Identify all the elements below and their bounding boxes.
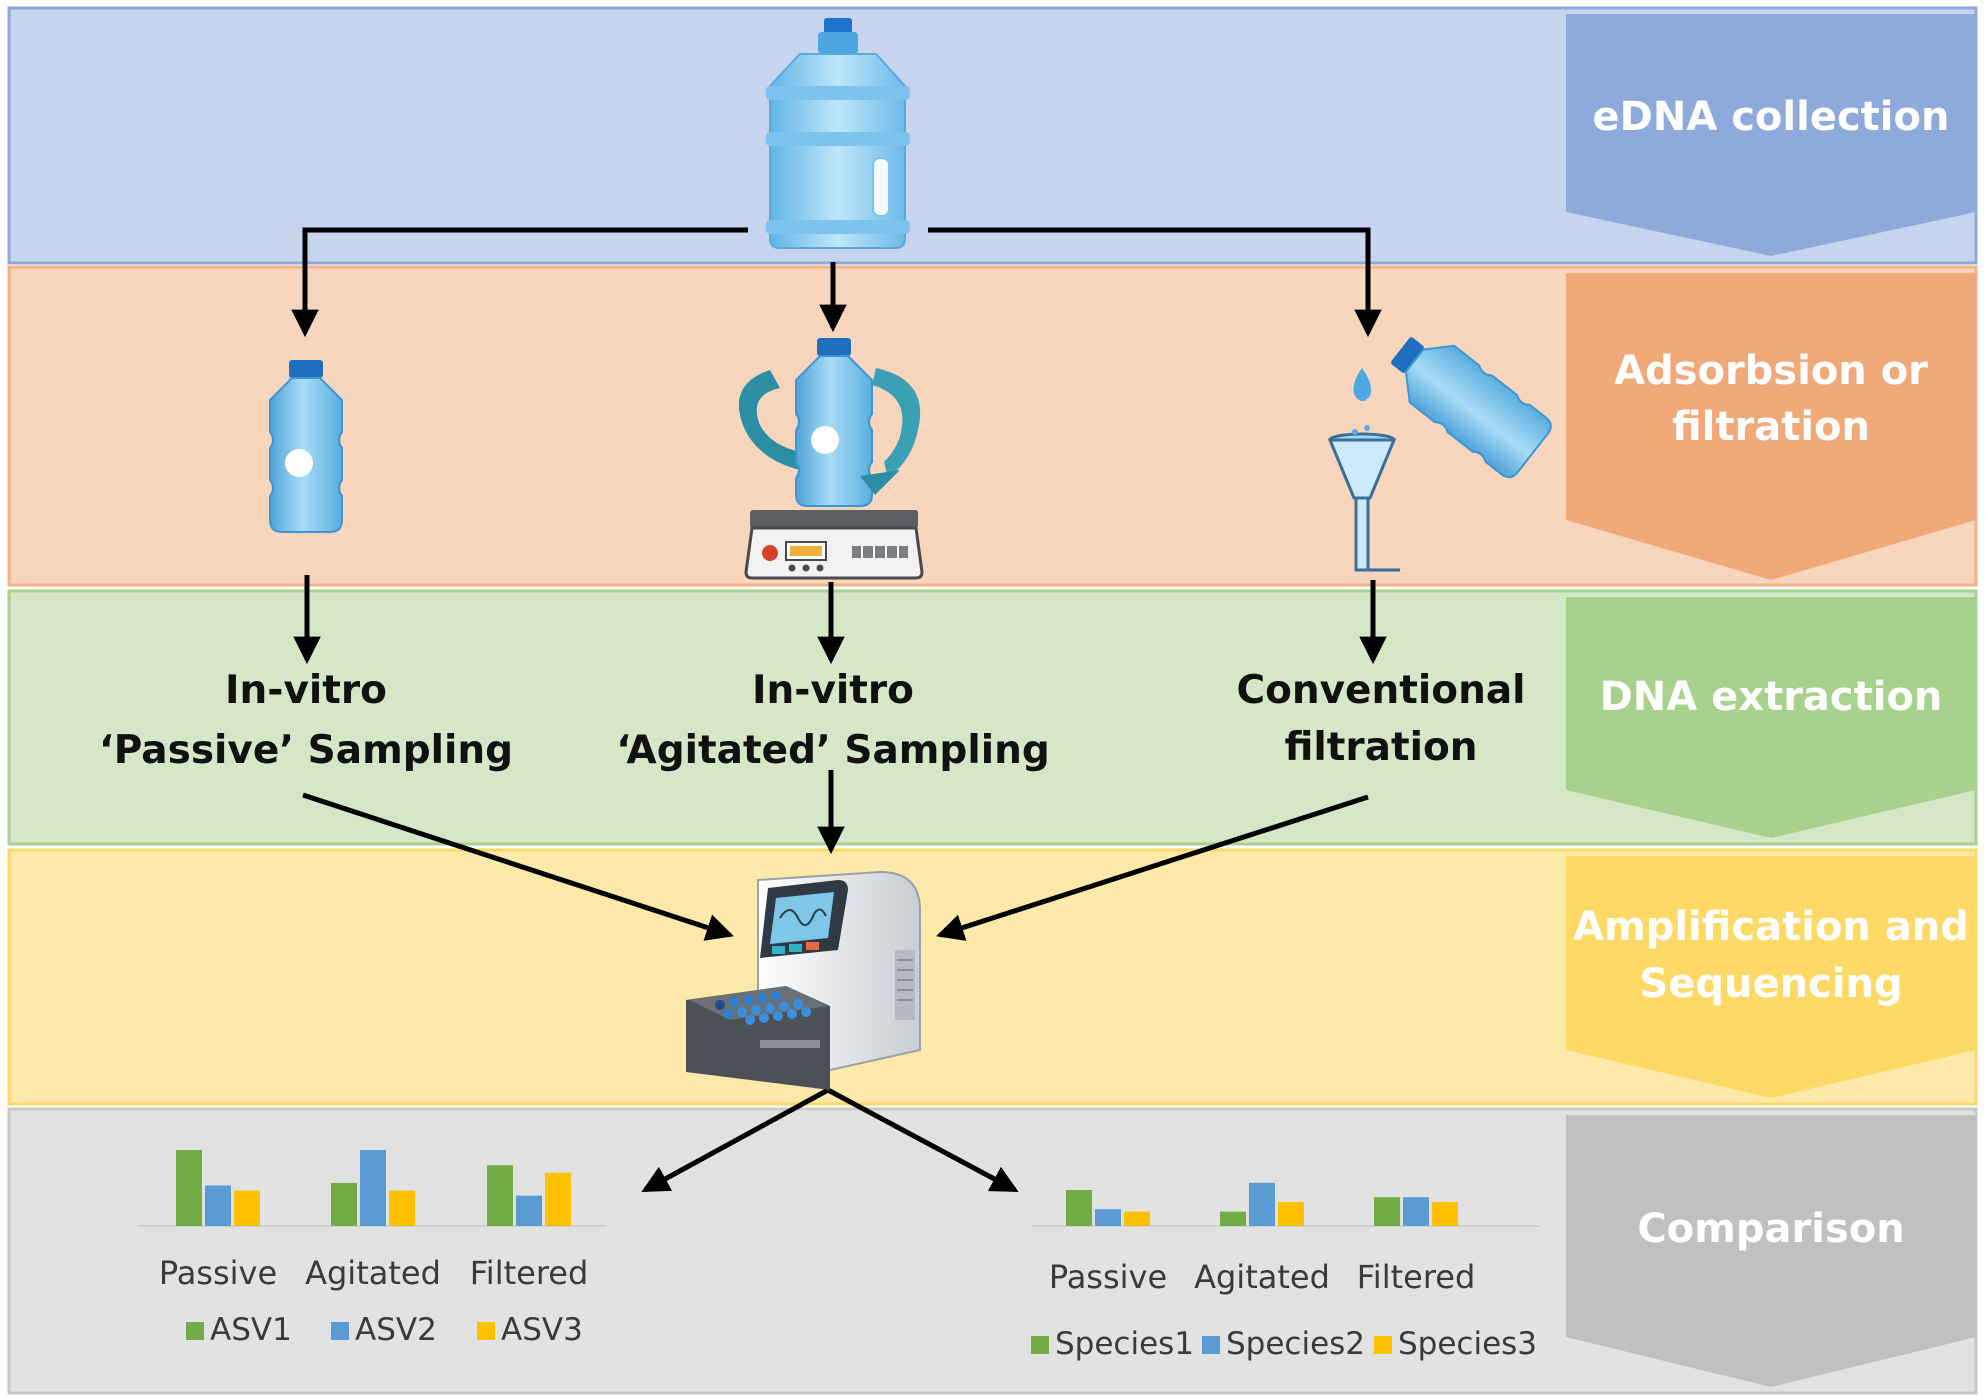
species-bar-filtered-species3 (1432, 1202, 1458, 1226)
species-legend-label: Species1 (1055, 1326, 1194, 1362)
species-bar-passive-species1 (1066, 1190, 1092, 1226)
asv-category-label: Passive (159, 1254, 277, 1292)
method-labels: In-vitro ‘Passive’ Sampling In-vitro ‘Ag… (99, 668, 1526, 773)
chevron-collection (1566, 14, 1976, 256)
method-label-filtration-2: filtration (1284, 725, 1477, 770)
chevron-comparison (1566, 1115, 1976, 1387)
arrow-filtration-to-sequencer (936, 794, 1369, 941)
filter-funnel-icon (1327, 425, 1400, 572)
pouring-bottle-icon (1353, 337, 1552, 479)
flow-arrows (291, 227, 1387, 1193)
shaker-icon (744, 510, 924, 580)
method-label-filtration-1: Conventional (1236, 668, 1525, 713)
species-legend-swatch (1374, 1336, 1392, 1354)
asv-category-label: Agitated (305, 1254, 441, 1292)
arrow-sequencer-to-species-chart (826, 1087, 1019, 1193)
chevron-adsorption (1566, 273, 1976, 580)
chevron-extraction (1566, 597, 1976, 838)
stage-label-collection: eDNA collection (1593, 94, 1950, 140)
stage-label-adsorption-1: Adsorbsion or (1614, 348, 1928, 394)
stage-label-amplification-2: Sequencing (1639, 961, 1902, 1007)
method-label-agitated-2: ‘Agitated’ Sampling (616, 728, 1050, 773)
asv-legend-label: ASV2 (355, 1312, 437, 1348)
method-label-passive-1: In-vitro (225, 668, 387, 713)
species-category-label: Passive (1049, 1258, 1167, 1296)
chevron-amplification (1566, 856, 1976, 1098)
asv-category-label: Filtered (470, 1254, 589, 1292)
asv-legend-label: ASV1 (210, 1312, 292, 1348)
species-bar-agitated-species2 (1249, 1182, 1275, 1226)
asv-bar-filtered-asv2 (516, 1195, 542, 1226)
stage-chevrons: eDNA collection Adsorbsion or filtration… (1566, 14, 1976, 1387)
species-bar-agitated-species3 (1278, 1202, 1304, 1226)
stage-label-amplification-1: Amplification and (1573, 904, 1969, 950)
species-category-label: Agitated (1194, 1258, 1330, 1296)
arrow-jug-to-filtration (928, 227, 1382, 338)
asv-bar-filtered-asv3 (545, 1172, 571, 1226)
method-label-passive-2: ‘Passive’ Sampling (99, 728, 513, 773)
species-category-label: Filtered (1357, 1258, 1476, 1296)
asv-bar-passive-asv2 (205, 1185, 231, 1226)
species-bar-filtered-species1 (1374, 1197, 1400, 1226)
arrow-sequencer-to-asv-chart (641, 1087, 830, 1193)
arrow-jug-to-passive (291, 227, 748, 338)
asv-legend-swatch (331, 1322, 349, 1340)
species-legend-swatch (1202, 1336, 1220, 1354)
asv-legend-label: ASV3 (501, 1312, 583, 1348)
asv-bar-filtered-asv1 (487, 1165, 513, 1226)
species-bar-filtered-species2 (1403, 1197, 1429, 1226)
species-legend-label: Species2 (1226, 1326, 1365, 1362)
stage-label-comparison: Comparison (1637, 1206, 1904, 1252)
asv-bar-agitated-asv3 (389, 1190, 415, 1226)
method-label-agitated-1: In-vitro (752, 668, 914, 713)
asv-legend-swatch (186, 1322, 204, 1340)
water-jug-icon (766, 18, 910, 249)
asv-bar-passive-asv1 (176, 1150, 202, 1226)
sequencer-icon (686, 870, 921, 1090)
arrow-passive-to-sequencer (302, 792, 734, 941)
species-legend-swatch (1031, 1336, 1049, 1354)
species-bar-agitated-species1 (1220, 1211, 1246, 1226)
asv-bar-passive-asv3 (234, 1190, 260, 1226)
stage-label-adsorption-2: filtration (1672, 404, 1870, 450)
species-bar-passive-species2 (1095, 1209, 1121, 1226)
asv-legend-swatch (477, 1322, 495, 1340)
rotating-bottle-icon (738, 338, 921, 507)
asv-bar-agitated-asv2 (360, 1150, 386, 1226)
bottle-icon (269, 360, 343, 533)
stage-label-extraction: DNA extraction (1600, 674, 1943, 720)
asv-bar-agitated-asv1 (331, 1182, 357, 1226)
species-legend-label: Species3 (1398, 1326, 1537, 1362)
species-bar-passive-species3 (1124, 1211, 1150, 1226)
